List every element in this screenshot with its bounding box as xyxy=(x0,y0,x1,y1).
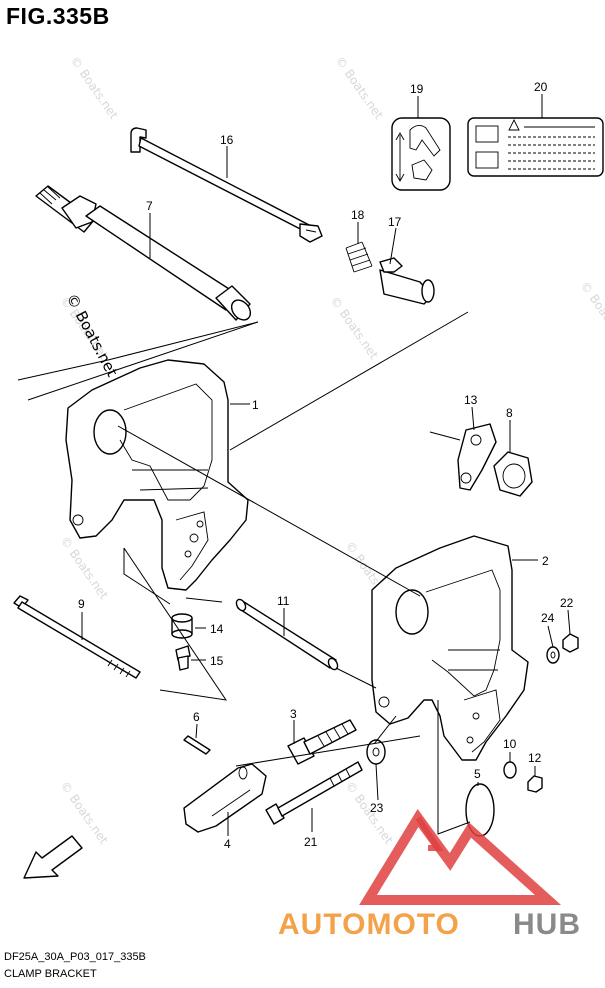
callout-7: 7 xyxy=(146,199,153,213)
part-1-clamp-bracket xyxy=(65,359,249,591)
part-13-plate xyxy=(457,423,497,491)
part-16-rod xyxy=(130,127,323,243)
callout-12: 12 xyxy=(528,751,542,765)
callout-19: 19 xyxy=(410,82,424,96)
part-20-label xyxy=(467,117,604,177)
callout-2: 2 xyxy=(542,554,549,568)
callout-3: 3 xyxy=(290,707,297,721)
callout-1: 1 xyxy=(252,398,259,412)
watermark-faint: © Boats.net xyxy=(333,54,387,122)
part-19-decal xyxy=(391,117,451,191)
part-4-lever xyxy=(183,763,267,833)
callout-13: 13 xyxy=(464,393,478,407)
callout-15: 15 xyxy=(210,654,224,668)
callout-20: 20 xyxy=(534,80,548,94)
part-15-screw xyxy=(175,645,191,671)
part-7-tube xyxy=(35,185,252,321)
callout-23: 23 xyxy=(370,801,384,815)
callout-5: 5 xyxy=(474,767,481,781)
callout-18: 18 xyxy=(351,208,365,222)
part-3-screw xyxy=(287,719,357,765)
logo-text-gray: HUB xyxy=(513,908,581,941)
part-12-nut xyxy=(527,775,543,793)
callout-22: 22 xyxy=(560,596,574,610)
watermark-faint: © Boats.net xyxy=(328,294,382,362)
callout-11: 11 xyxy=(277,594,290,608)
part-9-bolt xyxy=(13,595,141,679)
part-6-pin xyxy=(183,735,211,755)
leader-lines xyxy=(17,94,571,836)
watermark-main: © Boats.net xyxy=(62,290,121,379)
part-24-washer xyxy=(546,646,560,664)
watermark-faint: © Boats.net xyxy=(578,279,605,347)
callout-21: 21 xyxy=(304,835,318,849)
part-8-nut xyxy=(493,451,533,497)
automotohub-logo: AUTOMOTO HUB xyxy=(278,808,581,941)
figure-title: FIG.335B xyxy=(6,3,110,29)
callout-16: 16 xyxy=(220,133,234,147)
part-11-pin xyxy=(235,598,339,671)
part-21-bolt xyxy=(265,761,363,825)
part-17-knob xyxy=(379,257,435,305)
logo-text-orange: AUTOMOTO xyxy=(278,908,460,941)
callout-4: 4 xyxy=(224,837,231,851)
part-2-clamp-bracket xyxy=(371,535,529,761)
callout-14: 14 xyxy=(210,622,224,636)
part-22-nut xyxy=(562,633,579,653)
callout-10: 10 xyxy=(503,737,517,751)
figure-code: DF25A_30A_P03_017_335B xyxy=(4,951,146,963)
figure-caption: CLAMP BRACKET xyxy=(4,968,97,980)
fwd-arrow: FWD xyxy=(23,835,83,879)
callout-9: 9 xyxy=(78,597,85,611)
watermark-faint: © Boats.net xyxy=(58,779,112,847)
callout-8: 8 xyxy=(506,406,513,420)
part-10-washer xyxy=(503,761,517,779)
callout-17: 17 xyxy=(388,215,402,229)
callout-6: 6 xyxy=(193,710,200,724)
callout-24: 24 xyxy=(541,611,555,625)
watermark-faint: © Boats.net xyxy=(58,534,112,602)
part-18-spring xyxy=(345,241,373,273)
watermark-faint: © Boats.net xyxy=(68,54,122,122)
callout-labels: 1 2 3 4 5 6 7 8 9 10 11 12 13 14 15 16 1… xyxy=(78,80,574,851)
